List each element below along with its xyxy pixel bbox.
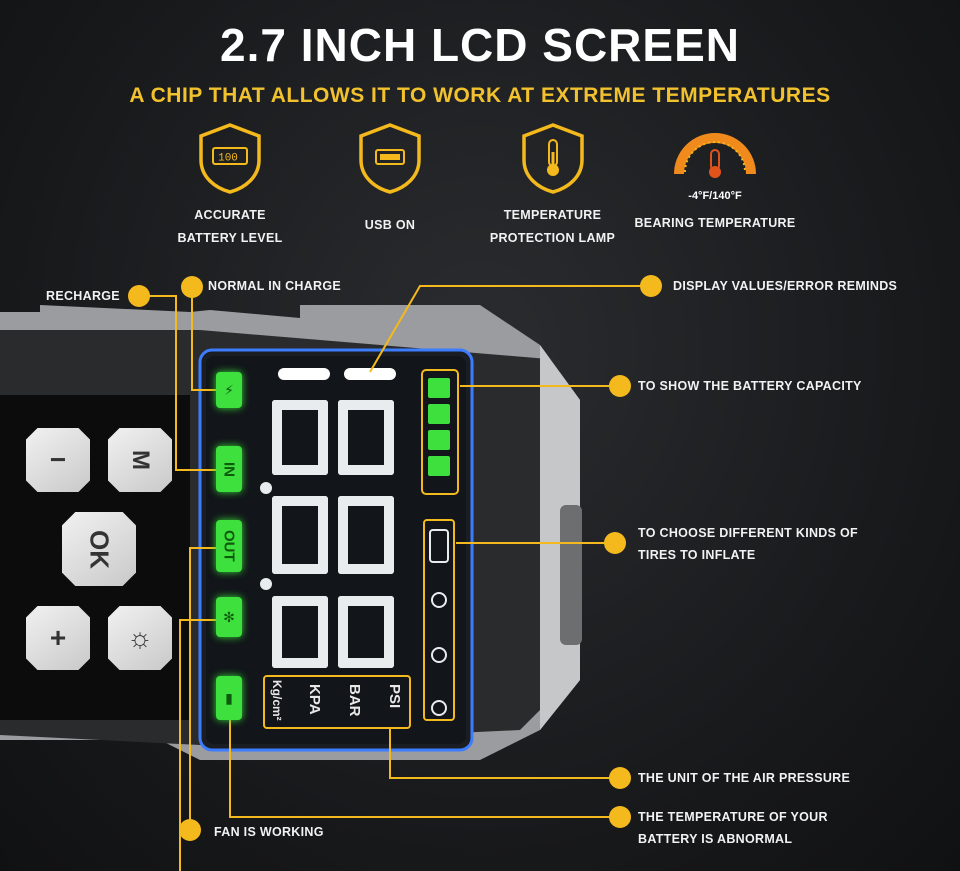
- callout-dot-recharge: [128, 285, 150, 307]
- callout-tires-2: TIRES TO INFLATE: [638, 548, 756, 562]
- feature-battery: 100 ACCURATE BATTERY LEVEL: [170, 122, 290, 250]
- feature-usb-label: USB ON: [364, 218, 416, 232]
- feature-battery-label-2: BATTERY LEVEL: [177, 231, 283, 245]
- indicator-in-label: IN: [220, 461, 238, 477]
- ok-button[interactable]: OK: [62, 512, 136, 586]
- temperature-gauge-icon: [674, 133, 756, 178]
- callout-dot-battery: [609, 375, 631, 397]
- unit-kpa: KPA: [306, 684, 323, 715]
- callout-dot-display: [640, 275, 662, 297]
- callout-temp-2: BATTERY IS ABNORMAL: [638, 832, 793, 846]
- feature-temp-lamp-label-1: TEMPERATURE: [503, 208, 602, 222]
- indicator-temperature: ▮: [216, 676, 242, 720]
- mode-button[interactable]: M: [108, 428, 172, 492]
- callout-temp-1: THE TEMPERATURE OF YOUR: [638, 810, 828, 824]
- unit-bar: BAR: [346, 684, 363, 717]
- thermometer-icon: ▮: [225, 689, 233, 706]
- page-subtitle: A CHIP THAT ALLOWS IT TO WORK AT EXTREME…: [129, 84, 831, 107]
- indicator-out: OUT: [216, 520, 242, 572]
- fan-icon: ✻: [223, 608, 235, 625]
- indicator-fan: ✻: [216, 597, 242, 637]
- feature-bearing-label: BEARING TEMPERATURE: [634, 216, 796, 230]
- callout-dot-fan: [179, 819, 201, 841]
- callout-dot-normal-charge: [181, 276, 203, 298]
- callout-display-values: DISPLAY VALUES/ERROR REMINDS: [673, 279, 898, 293]
- light-button[interactable]: ☼: [108, 606, 172, 670]
- thermometer-shield-icon: [521, 123, 584, 194]
- plus-button[interactable]: +: [26, 606, 90, 670]
- callout-recharge: RECHARGE: [46, 289, 120, 303]
- minus-button[interactable]: −: [26, 428, 90, 492]
- callout-dot-unit: [609, 767, 631, 789]
- usb-shield-icon: [359, 123, 421, 194]
- callout-dot-temp: [609, 806, 631, 828]
- temperature-range: -4°F/140°F: [688, 190, 742, 202]
- unit-psi: PSI: [386, 684, 403, 709]
- lightning-icon: ⚡: [224, 381, 234, 398]
- indicator-recharge: ⚡: [216, 372, 242, 408]
- callout-unit-pressure: THE UNIT OF THE AIR PRESSURE: [638, 771, 851, 785]
- feature-temp-lamp-label-2: PROTECTION LAMP: [489, 231, 616, 245]
- page-title: 2.7 INCH LCD SCREEN: [220, 19, 740, 71]
- feature-battery-label-1: ACCURATE: [194, 208, 266, 222]
- callout-fan-working: FAN IS WORKING: [214, 825, 324, 839]
- feature-usb: USB ON: [330, 122, 450, 237]
- battery-shield-icon: 100: [199, 123, 261, 194]
- indicator-out-label: OUT: [220, 530, 238, 562]
- svg-text:100: 100: [218, 153, 238, 165]
- callout-tires-1: TO CHOOSE DIFFERENT KINDS OF: [638, 526, 858, 540]
- unit-kgcm2: Kg/cm²: [270, 680, 284, 721]
- feature-temp-lamp: TEMPERATURE PROTECTION LAMP: [480, 122, 625, 250]
- indicator-in: IN: [216, 446, 242, 492]
- callout-normal-in-charge: NORMAL IN CHARGE: [208, 279, 342, 293]
- callout-dot-tires: [604, 532, 626, 554]
- callout-battery-capacity: TO SHOW THE BATTERY CAPACITY: [638, 379, 862, 393]
- feature-bearing-temp: -4°F/140°F BEARING TEMPERATURE: [630, 112, 800, 230]
